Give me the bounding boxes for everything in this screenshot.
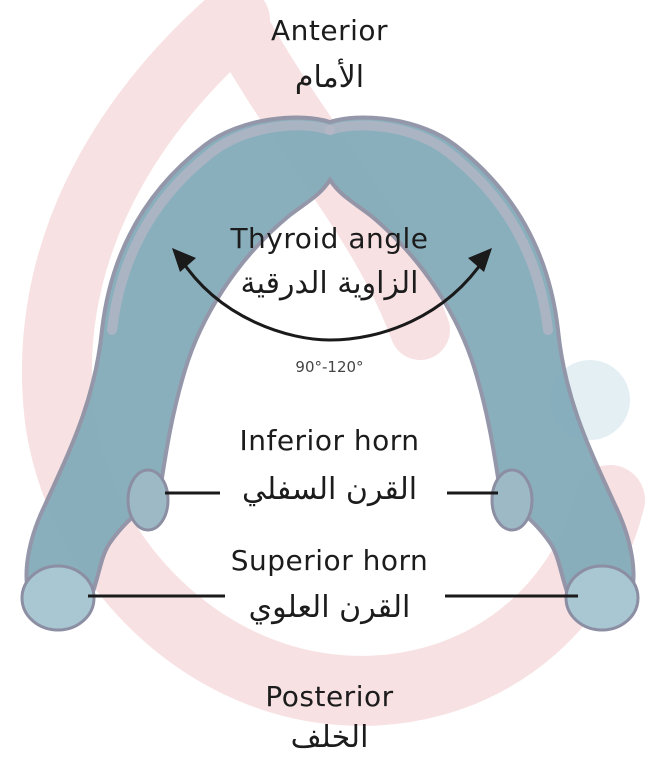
posterior-label-ar: الخلف <box>0 720 659 755</box>
angle-range-label: 90°-120° <box>0 358 659 376</box>
anterior-label-en: Anterior <box>0 14 659 47</box>
posterior-label-en: Posterior <box>0 680 659 713</box>
anterior-label-ar: الأمام <box>0 60 659 95</box>
thyroid-angle-label-en: Thyroid angle <box>0 222 659 255</box>
superior-horn-label-en: Superior horn <box>0 544 659 577</box>
thyroid-angle-label-ar: الزاوية الدرقية <box>0 266 659 301</box>
inferior-horn-label-ar: القرن السفلي <box>0 472 659 507</box>
inferior-horn-label-en: Inferior horn <box>0 424 659 457</box>
superior-horn-label-ar: القرن العلوي <box>0 590 659 625</box>
